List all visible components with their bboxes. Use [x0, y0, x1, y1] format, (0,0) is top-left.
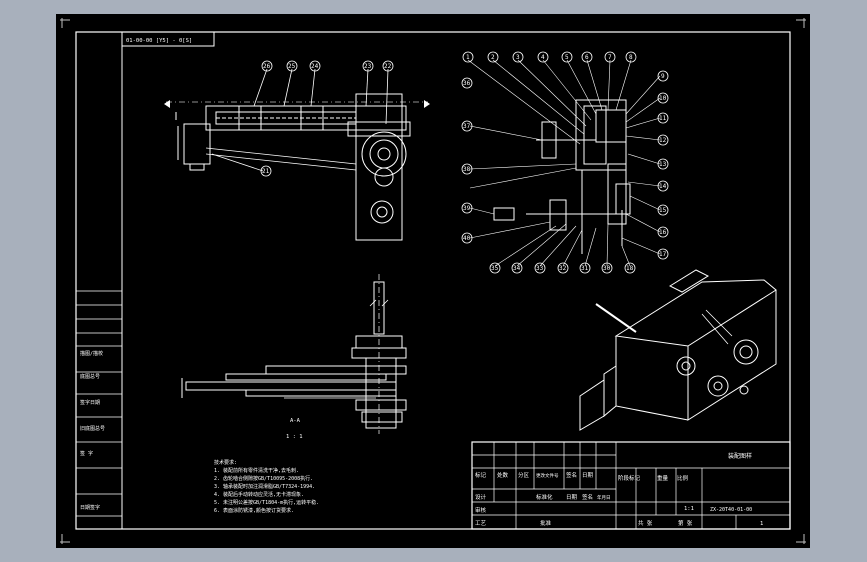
tb-r2-c1: 设计	[475, 493, 487, 501]
callout-16: 16	[659, 229, 667, 236]
binding-strip	[75, 31, 123, 530]
drawing-title: 装配图样	[728, 452, 752, 460]
callout-6: 6	[585, 54, 589, 61]
left-strip-label-6: 日期签字	[80, 504, 100, 511]
callout-34: 34	[513, 265, 521, 272]
cad-drawing: 描图/描校 底图总号 签字日期 旧底图总号 签 字 日期签字 01-00-00 …	[60, 18, 806, 544]
callout-13: 13	[659, 161, 667, 168]
tech-note-2: 2. 齿轮啮合侧隙按GB/T10095-2008执行.	[214, 475, 313, 482]
tb-sheet-no: 1	[760, 521, 763, 527]
callout-9: 9	[661, 73, 665, 80]
left-strip-label-1: 描图/描校	[80, 350, 103, 357]
drawing-number: ZX-20T40-01-00	[710, 507, 752, 513]
callout-22: 22	[384, 63, 392, 70]
tb-scale-label: 比例	[677, 474, 689, 482]
section-arrow-right	[424, 100, 430, 108]
tb-r1-c3: 分区	[518, 471, 530, 479]
section-ratio: 1 : 1	[286, 434, 303, 440]
callout-33: 33	[536, 265, 544, 272]
callout-40: 40	[463, 235, 471, 242]
side-view: 1 2 3 4 5 6 7 8 9 10 11 12 13 14 15 16 1…	[461, 51, 669, 274]
tech-note-3: 3. 轴承装配时加注润滑脂GB/T7324-1994.	[214, 483, 315, 490]
tech-note-1: 1. 装配前所有零件清洗干净,去毛刺.	[214, 467, 299, 474]
tech-note-6: 6. 表面涂防锈漆,颜色按订货要求.	[214, 507, 294, 514]
left-strip-label-5: 签 字	[80, 450, 93, 457]
callout-18: 18	[626, 265, 634, 272]
tb-sheets-total: 共 张	[638, 519, 653, 527]
isometric-view	[579, 269, 777, 431]
callout-2: 2	[491, 54, 495, 61]
callout-31: 31	[581, 265, 589, 272]
left-strip-label-4: 旧底图总号	[80, 425, 105, 432]
front-view-leaders	[211, 68, 389, 172]
tech-note-4: 4. 装配后手动转动应灵活,无卡滞现象.	[214, 491, 304, 498]
callout-5: 5	[565, 54, 569, 61]
tb-r2-c3: 日期	[566, 494, 578, 501]
callout-8: 8	[629, 54, 633, 61]
tb-r1-c2: 处数	[497, 471, 509, 479]
callout-17: 17	[659, 251, 667, 258]
tb-r1-c1: 标记	[475, 471, 487, 479]
callout-38: 38	[463, 166, 471, 173]
callout-36: 36	[463, 80, 471, 87]
tb-r2-c2: 标准化	[536, 493, 553, 501]
part-code: 01-00-00 [Y5] - 0[S]	[126, 38, 192, 44]
side-view-leaders	[467, 59, 661, 267]
callout-25: 25	[288, 63, 296, 70]
tech-note-title: 技术要求:	[214, 459, 237, 466]
tb-r2-c5: 年月日	[597, 494, 611, 501]
left-strip-label-3: 签字日期	[80, 399, 100, 406]
callout-7: 7	[608, 54, 612, 61]
part-code-box	[121, 31, 215, 47]
callout-11: 11	[659, 115, 667, 122]
callout-15: 15	[659, 207, 667, 214]
title-block: 标记 处数 分区 更改文件号 签名 日期 设计 标准化 日期 签名 年月日 审核…	[471, 441, 791, 530]
callout-4: 4	[541, 54, 545, 61]
tb-r1-c5: 签名	[566, 471, 577, 479]
callout-14: 14	[659, 183, 667, 190]
trim-marks	[60, 18, 806, 544]
section-view: A-A 1 : 1	[181, 274, 407, 440]
callout-30: 30	[603, 265, 611, 272]
tech-note-5: 5. 未注明公差按GB/T1804-m执行,运转平稳.	[214, 499, 319, 506]
callout-3: 3	[516, 54, 520, 61]
callout-12: 12	[659, 137, 667, 144]
callout-24: 24	[311, 63, 319, 70]
tb-scale-value: 1:1	[684, 506, 694, 512]
technical-notes: 技术要求: 1. 装配前所有零件清洗干净,去毛刺. 2. 齿轮啮合侧隙按GB/T…	[214, 459, 319, 514]
callout-32: 32	[559, 265, 567, 272]
front-view: 26 25 24 23 22 21	[164, 60, 430, 241]
tb-weight: 重量	[657, 474, 669, 482]
left-strip-label-2: 底图总号	[80, 373, 100, 380]
callout-35: 35	[491, 265, 499, 272]
section-arrow-left	[164, 100, 170, 108]
tb-r3-c3: 批准	[540, 519, 552, 527]
tb-r3-c1: 审核	[475, 506, 487, 514]
section-label: A-A	[290, 418, 301, 424]
callout-37: 37	[463, 123, 471, 130]
drawing-border	[75, 31, 791, 530]
tb-stage-mark: 阶段标记	[618, 474, 641, 482]
tb-sheet-of: 第 张	[678, 519, 693, 527]
callout-23: 23	[364, 63, 372, 70]
left-strip-grid	[76, 290, 122, 517]
drawing-sheet: 描图/描校 底图总号 签字日期 旧底图总号 签 字 日期签字 01-00-00 …	[56, 14, 810, 548]
callout-39: 39	[463, 205, 471, 212]
callout-26: 26	[263, 63, 271, 70]
callout-10: 10	[659, 95, 667, 102]
tb-r1-c6: 日期	[582, 472, 594, 479]
tb-r2-c4: 签名	[582, 493, 593, 501]
callout-21: 21	[262, 168, 270, 175]
callout-1: 1	[466, 54, 470, 61]
tb-r3-c2: 工艺	[475, 520, 487, 527]
tb-r1-c4: 更改文件号	[536, 472, 559, 479]
